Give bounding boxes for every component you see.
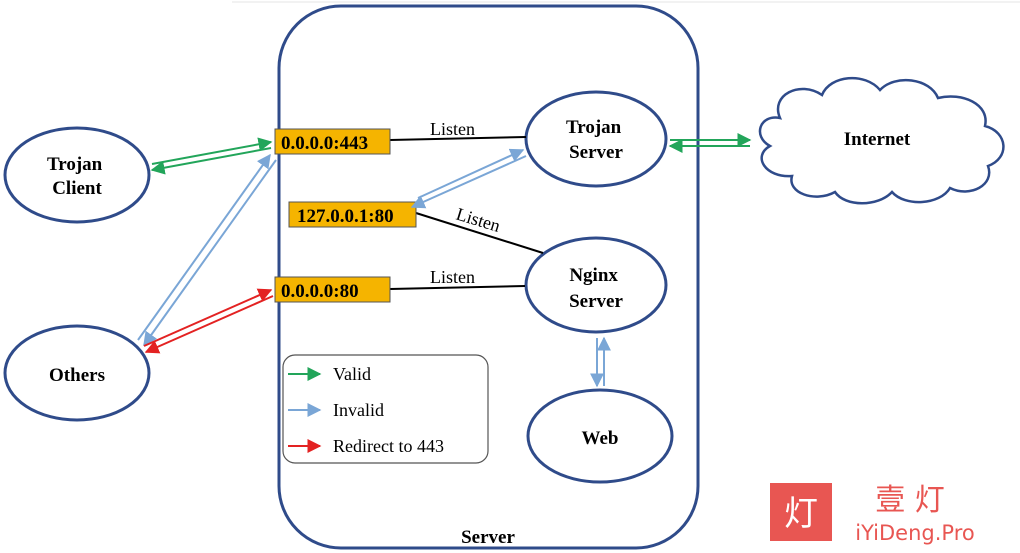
nginx-server-line1: Nginx (569, 265, 618, 286)
web-node: Web (526, 388, 674, 484)
trojan-server-line2: Server (569, 142, 623, 163)
listen-line-80 (389, 285, 526, 290)
invalid-arrow-trojan-to-127 (410, 155, 527, 209)
listen-line-443 (389, 136, 527, 141)
port-127-label: 127.0.0.1:80 (297, 206, 394, 227)
listen-line-127 (415, 212, 544, 254)
web-label: Web (582, 428, 619, 449)
port-80-box: 0.0.0.0:80 (274, 276, 391, 303)
listen-label-127: Listen (454, 204, 503, 236)
invalid-arrow-443-to-others (143, 159, 277, 347)
port-127-box: 127.0.0.1:80 (288, 201, 417, 228)
listen-label-443: Listen (430, 119, 475, 139)
watermark-site: iYiDeng.Pro (855, 521, 974, 545)
valid-arrow-client-to-443 (151, 137, 273, 165)
watermark-title: 壹 灯 (875, 483, 945, 518)
nginx-server-node: Nginx Server (524, 236, 668, 334)
legend-valid-label: Valid (333, 364, 371, 384)
others-node: Others (3, 324, 151, 422)
legend: Valid Invalid Redirect to 443 (282, 354, 489, 464)
trojan-client-line1: Trojan (47, 154, 103, 175)
legend-invalid-label: Invalid (333, 400, 384, 420)
trojan-server-line1: Trojan (566, 117, 622, 138)
trojan-server-node: Trojan Server (524, 90, 668, 188)
internet-label: Internet (844, 129, 911, 150)
trojan-client-line2: Client (52, 178, 102, 199)
trojan-client-node: Trojan Client (3, 126, 151, 224)
watermark-logo-char: 灯 (784, 494, 818, 534)
svg-text:Trojan Server: Trojan Server (566, 117, 626, 163)
port-443-label: 0.0.0.0:443 (281, 133, 368, 154)
invalid-arrow-others-to-443 (137, 153, 271, 341)
valid-arrow-443-to-client (150, 147, 272, 175)
legend-redirect-label: Redirect to 443 (333, 436, 444, 456)
invalid-arrow-127-to-trojan (417, 148, 525, 199)
nginx-server-line2: Server (569, 291, 623, 312)
listen-label-80: Listen (430, 267, 475, 287)
svg-text:Nginx Server: Nginx Server (569, 265, 623, 312)
redirect-arrow-others-to-80 (143, 288, 273, 347)
port-443-box: 0.0.0.0:443 (274, 128, 391, 155)
svg-text:Trojan Client: Trojan Client (47, 154, 107, 199)
watermark-logo-box (770, 483, 832, 541)
server-label: Server (461, 527, 515, 548)
watermark-logo: 灯 壹 灯 iYiDeng.Pro (770, 483, 975, 545)
internet-cloud: Internet (758, 76, 1005, 205)
port-80-label: 0.0.0.0:80 (281, 281, 359, 302)
others-label: Others (49, 365, 105, 386)
redirect-arrow-80-to-others (144, 295, 274, 354)
